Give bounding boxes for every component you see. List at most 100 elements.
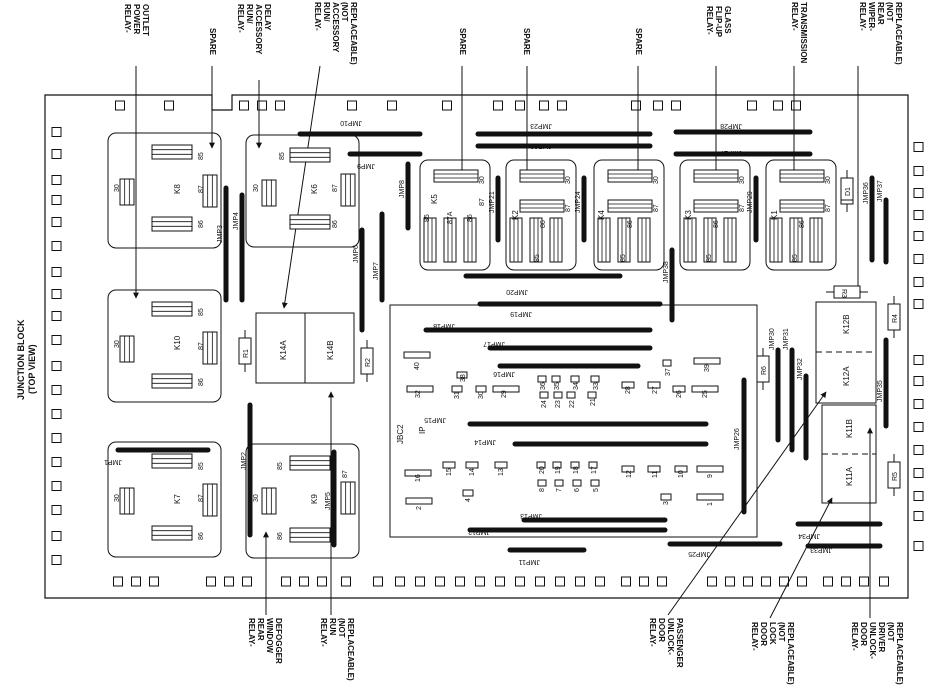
terminal (433, 169, 479, 183)
fuse-label-36: 36 (540, 382, 547, 390)
fuse-35 (551, 375, 561, 383)
callout-run-acc-delay-l3: ACCESSORY (254, 4, 263, 55)
fuse-8 (537, 479, 547, 487)
callout-run-acc-nr-l1: RELAY- (313, 2, 322, 31)
callout-run-acc-nr-l5: REPLACEABLE) (349, 2, 358, 65)
edge-pad (149, 576, 159, 587)
callout-power-outlet-l2: POWER (132, 4, 141, 34)
edge-pad (115, 100, 125, 111)
terminal (637, 217, 651, 263)
jumper-label-jmp7: JMP7 (373, 262, 380, 280)
relay-k12b: K12B (842, 314, 851, 334)
edge-pad (242, 576, 252, 587)
terminal (597, 217, 611, 263)
terminal (202, 483, 218, 517)
jumper-label-jmp31: JMP31 (783, 328, 790, 350)
fuse-label-7: 7 (556, 488, 563, 492)
fuse-32 (406, 385, 434, 393)
fuse-label-35: 35 (554, 382, 561, 390)
terminal (202, 174, 218, 208)
fuse-11 (647, 465, 661, 473)
resistor-r3: R3 (840, 289, 847, 298)
edge-pad (913, 468, 924, 478)
terminal (703, 217, 717, 263)
jumper-label-jmp38: JMP38 (663, 261, 670, 283)
fuse-label-24: 24 (541, 400, 548, 408)
edge-pad (913, 277, 924, 287)
jumper-label-jmp36: JMP36 (863, 182, 870, 204)
edge-pad (435, 576, 445, 587)
fuse-25 (691, 385, 719, 393)
relay-k10: K10 (173, 335, 182, 350)
edge-pad (387, 100, 397, 111)
fuse-label-33: 33 (593, 382, 600, 390)
edge-pad (913, 355, 924, 365)
callout-defogger-l2: REAR (256, 618, 265, 641)
edge-pad (341, 576, 351, 587)
relay-k14b: K14B (326, 340, 335, 360)
jumper-label-jmp24: JMP24 (575, 191, 582, 213)
terminal (151, 525, 193, 541)
edge-pad (373, 576, 383, 587)
pin-87-k9: 87 (342, 470, 349, 478)
fuse-10 (674, 465, 688, 473)
jumper-label-jmp3: JMP3 (217, 225, 224, 243)
pin-86-k5: 86 (467, 214, 474, 222)
callout-spare-3: SPARE (522, 28, 531, 56)
jumper-label-jmp12: JMP12 (468, 528, 490, 535)
edge-pad (164, 100, 174, 111)
pin-85-k3: 85 (706, 254, 713, 262)
pin-85-k1: 85 (792, 254, 799, 262)
fuse-label-10: 10 (678, 470, 685, 478)
pin-87-k8: 87 (198, 185, 205, 193)
callout-unlock-driver-l3: UNLOCK- (868, 622, 877, 659)
edge-pad (51, 457, 62, 467)
side-title-line1: JUNCTION BLOCK (16, 319, 26, 400)
pin-86-k2: 86 (540, 220, 547, 228)
resistors: R1 R2 R3 R4 R5 R6 D1 (238, 170, 901, 496)
fuse-4 (462, 489, 474, 497)
relay-k11a: K11A (845, 466, 854, 486)
callout-unlock-pass-l3: UNLOCK- (666, 618, 675, 655)
callout-run-acc-nr-l2: RUN/ (322, 2, 331, 22)
relay-terminals (119, 144, 825, 543)
fuse-39 (693, 357, 721, 365)
fuse-19 (552, 461, 562, 469)
edge-pad (51, 385, 62, 395)
terminal (519, 169, 565, 183)
edge-pad (725, 576, 735, 587)
pin-85-k8: 85 (198, 152, 205, 160)
diode-d1: D1 (845, 187, 852, 196)
fuse-label-12: 12 (626, 470, 633, 478)
callout-wiper-l1: RELAY- (858, 2, 867, 31)
pin-30-k6: 30 (253, 184, 260, 192)
pin-30-k8: 30 (114, 184, 121, 192)
terminal (202, 331, 218, 365)
fuse-3 (660, 493, 672, 501)
fuse-12 (621, 465, 635, 473)
callout-run-nr-l2: RUN (328, 618, 337, 636)
jumper-label-jmp35: JMP35 (877, 380, 884, 402)
callout-spare-4: SPARE (634, 28, 643, 56)
pin-86-k1: 86 (799, 220, 806, 228)
callout-unlock-pass-l4: PASSENGER (675, 618, 684, 668)
callout-unlock-driver-l6: REPLACEABLE) (895, 622, 904, 685)
relay-k1: K1 (770, 210, 779, 220)
edge-pad (913, 231, 924, 241)
edge-pad (743, 576, 753, 587)
terminal (151, 373, 193, 389)
pin-30-k1: 30 (825, 176, 832, 184)
pin-85-k2: 85 (534, 254, 541, 262)
bottom-callouts: RELAY- REAR WINDOW DEFOGGER RELAY- RUN (… (247, 618, 904, 685)
fuse-label-34: 34 (573, 382, 580, 390)
fuse-17 (588, 461, 598, 469)
relay-k5: K5 (430, 194, 439, 204)
pin-30-k3: 30 (739, 176, 746, 184)
terminal (289, 527, 331, 543)
edge-pad (631, 100, 641, 111)
pin-86-k7: 86 (198, 532, 205, 540)
fuse-label-31: 31 (454, 391, 461, 399)
edge-pad (913, 254, 924, 264)
callout-power-outlet-l1: RELAY- (123, 4, 132, 33)
jumper-label-jmp17: JMP17 (483, 340, 505, 347)
